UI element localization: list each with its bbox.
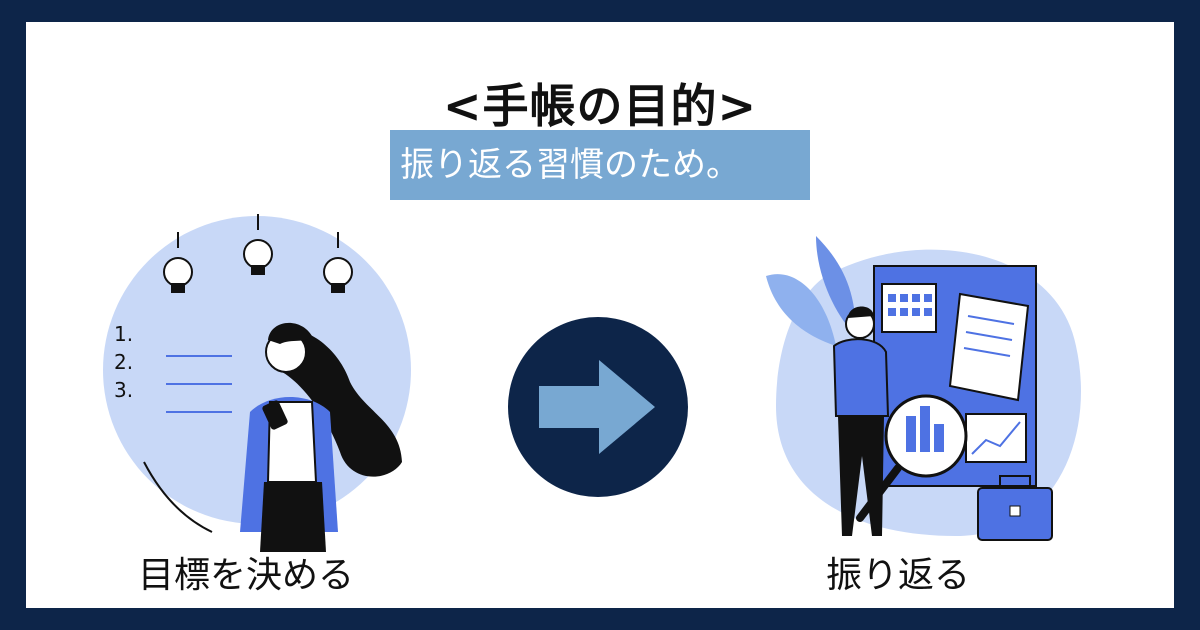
goal-setting-label: 目標を決める [138,546,354,598]
chart-icon [966,414,1026,462]
review-illustration [756,236,1096,548]
list-number-2: 2. [114,350,133,374]
subtitle-banner: 振り返る習慣のため。 [390,130,810,200]
list-number-3: 3. [114,378,133,402]
page-title: <手帳の目的> [26,70,1174,136]
goal-setting-illustration [100,212,420,552]
review-label: 振り返る [826,546,970,598]
arrow-right-icon [507,316,689,498]
content-card: <手帳の目的> 振り返る習慣のため。 [26,22,1174,608]
calendar-icon [882,284,936,332]
document-icon [950,294,1028,400]
list-number-1: 1. [114,322,133,346]
